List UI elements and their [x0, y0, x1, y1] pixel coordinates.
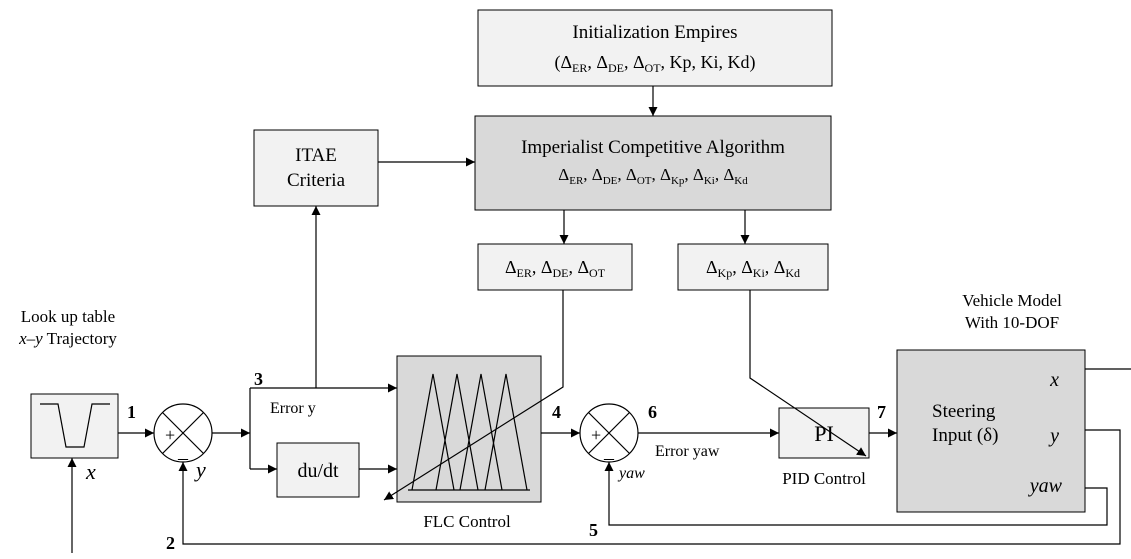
signal-wires: [67, 86, 1131, 553]
init-title: Initialization Empires: [572, 22, 737, 43]
error-y-label: Error y: [270, 400, 316, 417]
membership-fn-2: [435, 373, 479, 491]
wire-y-feedback: [178, 429, 1121, 545]
vehicle-title-1: Vehicle Model: [962, 291, 1062, 310]
flc-params-text: ΔER, ΔDE, ΔOT: [505, 257, 606, 280]
pid-control-label: PID Control: [782, 469, 866, 488]
membership-fn-4: [484, 373, 528, 491]
wire-pid-tuning: [749, 290, 867, 457]
x-input-label: x: [85, 459, 96, 484]
flc-params-block: ΔER, ΔDE, ΔOT: [477, 243, 633, 291]
lookup-title: Look up table: [21, 307, 115, 326]
lookup-subtitle: x–y Trajectory: [18, 329, 117, 348]
node-4: 4: [552, 402, 561, 422]
sum2-plus: +: [591, 425, 601, 445]
pid-params-text: ΔKp, ΔKi, ΔKd: [706, 257, 800, 280]
ica-title: Imperialist Competitive Algorithm: [521, 137, 785, 158]
flc-control-block: FLC Control: [396, 355, 542, 531]
steering-label-2: Input (δ): [932, 425, 998, 446]
dudt-label: du/dt: [297, 460, 339, 482]
output-x-label: x: [1049, 369, 1059, 391]
node-6: 6: [648, 402, 657, 422]
steering-label-1: Steering: [932, 401, 996, 422]
itae-line1: ITAE: [295, 145, 337, 166]
vehicle-model-block: Vehicle Model With 10-DOF Steering Input…: [896, 291, 1086, 513]
summing-junction-yaw: + –: [579, 403, 639, 469]
membership-fn-3: [459, 373, 503, 491]
ica-params: ΔER, ΔDE, ΔOT, ΔKp, ΔKi, ΔKd: [558, 165, 748, 187]
membership-fn-1: [411, 373, 455, 491]
ica-block: Imperialist Competitive Algorithm ΔER, Δ…: [474, 115, 832, 211]
itae-criteria-block: ITAE Criteria: [253, 129, 379, 207]
lookup-table-block: Look up table x–y Trajectory: [18, 307, 119, 459]
pid-params-block: ΔKp, ΔKi, ΔKd: [677, 243, 829, 291]
error-yaw-label: Error yaw: [655, 443, 720, 460]
node-3: 3: [254, 369, 263, 389]
trajectory-shape: [40, 403, 110, 448]
node-7: 7: [877, 402, 886, 422]
output-y-label: y: [1048, 425, 1059, 447]
flc-label: FLC Control: [423, 512, 511, 531]
vehicle-title-2: With 10-DOF: [965, 313, 1059, 332]
derivative-block: du/dt: [276, 442, 360, 498]
wire-yaw-feedback: [604, 462, 1108, 526]
yaw-feedback-label: yaw: [617, 465, 645, 482]
itae-line2: Criteria: [287, 170, 346, 191]
pi-label: PI: [814, 421, 834, 446]
wire-flc-tuning: [383, 290, 564, 501]
node-2: 2: [166, 533, 175, 553]
init-params: (ΔER, ΔDE, ΔOT, Kp, Ki, Kd): [554, 52, 755, 75]
pi-block: PI PID Control: [778, 407, 870, 488]
node-1: 1: [127, 402, 136, 422]
output-yaw-label: yaw: [1028, 475, 1063, 497]
sum1-plus: +: [165, 425, 175, 445]
node-5: 5: [589, 520, 598, 540]
y-feedback-label: y: [194, 457, 206, 482]
initialization-empires-block: Initialization Empires (ΔER, ΔDE, ΔOT, K…: [477, 9, 833, 87]
